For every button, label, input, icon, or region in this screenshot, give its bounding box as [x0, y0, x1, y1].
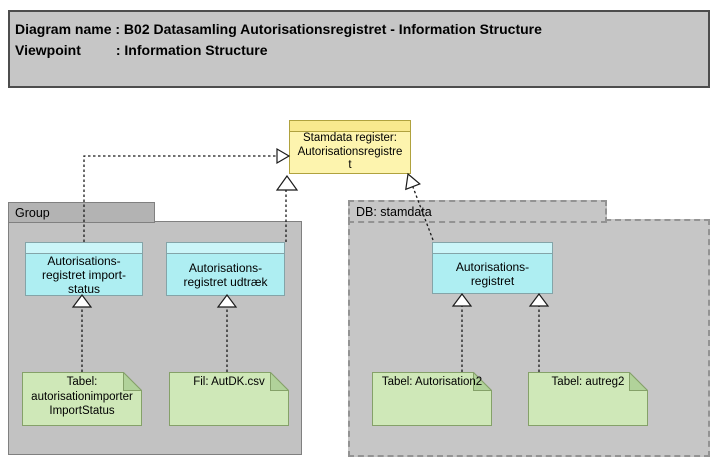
- folded-corner-icon: [270, 372, 289, 391]
- folded-corner-icon: [473, 372, 492, 391]
- note-outline: [372, 372, 492, 426]
- node-stamdata-register-label: Stamdata register: Autorisationsregistre…: [297, 132, 403, 172]
- note-tabel-autreg2[interactable]: Tabel: autreg2: [528, 372, 648, 426]
- note-fil-autdk-csv[interactable]: Fil: AutDK.csv: [169, 372, 289, 426]
- db-stamdata-label: DB: stamdata: [356, 205, 432, 219]
- node-aut-registret-label: Autorisations- registret: [455, 259, 530, 288]
- note-shape: [528, 372, 648, 426]
- note-shape: [22, 372, 142, 426]
- note-autorisation2-label: Tabel: Autorisation2: [381, 376, 483, 388]
- diagram-title-text: Diagram name : B02 Datasamling Autorisat…: [15, 21, 542, 58]
- group-label: Group: [15, 206, 50, 220]
- node-autorisationsregistret[interactable]: Autorisations- registret: [432, 242, 553, 294]
- note-outline: [22, 372, 142, 426]
- node-header-band: [26, 243, 142, 254]
- hollow-triangle-arrowhead-icon: [276, 147, 291, 165]
- note-tabel-autorisationimporter-importstatus[interactable]: Tabel: autorisationimporter ImportStatus: [22, 372, 142, 426]
- group-container-tab[interactable]: Group: [8, 202, 155, 223]
- node-importstatus-label: Autorisations- registret import- status: [41, 254, 127, 296]
- node-udtraek-label: Autorisations- registret udtræk: [183, 260, 268, 289]
- folded-corner-icon: [629, 372, 648, 391]
- node-autorisationsregistret-udtraek[interactable]: Autorisations- registret udtræk: [166, 242, 285, 296]
- note-tabel-autorisation2[interactable]: Tabel: Autorisation2: [372, 372, 492, 426]
- db-stamdata-container-tab[interactable]: DB: stamdata: [348, 200, 607, 223]
- node-header-band: [433, 243, 552, 254]
- diagram-title-box: Diagram name : B02 Datasamling Autorisat…: [8, 10, 710, 88]
- hollow-triangle-arrowhead-icon: [275, 174, 299, 191]
- note-outline: [169, 372, 289, 426]
- node-header-band: [290, 121, 410, 132]
- note-autdk-label: Fil: AutDK.csv: [193, 376, 265, 388]
- note-autreg2-label: Tabel: autreg2: [551, 376, 625, 388]
- folded-corner-icon: [123, 372, 142, 391]
- note-shape: [372, 372, 492, 426]
- note-outline: [528, 372, 648, 426]
- node-autorisationsregistret-importstatus[interactable]: Autorisations- registret import- status: [25, 242, 143, 296]
- node-stamdata-register[interactable]: Stamdata register: Autorisationsregistre…: [289, 120, 411, 174]
- note-importstatus-label: Tabel: autorisationimporter ImportStatus: [31, 376, 133, 417]
- node-header-band: [167, 243, 284, 254]
- note-shape: [169, 372, 289, 426]
- hollow-triangle-arrowhead-icon: [405, 172, 421, 191]
